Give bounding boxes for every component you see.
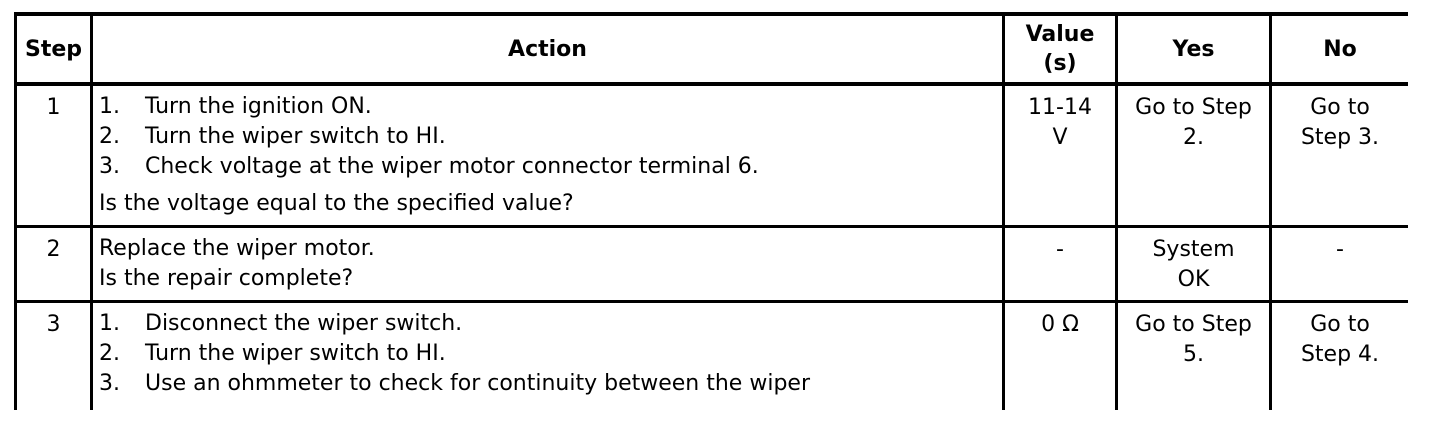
list-item-text: Check voltage at the wiper motor connect… bbox=[145, 154, 759, 179]
list-item-text: Disconnect the wiper switch. bbox=[145, 311, 463, 336]
action-cell: 1. Turn the ignition ON. 2. Turn the wiper… bbox=[90, 84, 1005, 227]
yes-cell: Go to Step 2. bbox=[1115, 84, 1272, 227]
table-row: 2 Replace the wiper motor. Is the repair… bbox=[14, 225, 1408, 302]
list-item-number: 1. bbox=[99, 94, 120, 119]
header-value: Value (s) bbox=[1002, 12, 1118, 86]
yes-line1: Go to Step bbox=[1135, 95, 1252, 120]
list-item: 2. Turn the wiper switch to HI. bbox=[99, 122, 994, 152]
list-item: 1. Turn the ignition ON. bbox=[99, 92, 994, 122]
list-item-text: Turn the wiper switch to HI. bbox=[145, 341, 446, 366]
yes-line2: 5. bbox=[1183, 342, 1204, 367]
header-action: Action bbox=[90, 12, 1005, 86]
no-line2: Step 3. bbox=[1300, 125, 1380, 150]
header-no: No bbox=[1269, 12, 1408, 86]
value-cell: - bbox=[1002, 225, 1118, 302]
list-item-number: 2. bbox=[99, 341, 120, 366]
header-yes: Yes bbox=[1115, 12, 1272, 86]
table-row: 1 1. Turn the ignition ON. 2. Turn the wip… bbox=[14, 84, 1408, 227]
header-value-line2: (s) bbox=[1043, 51, 1077, 76]
header-step: Step bbox=[14, 12, 93, 86]
action-question: Is the voltage equal to the specified va… bbox=[99, 191, 574, 216]
no-cell: Go to Step 4. bbox=[1269, 300, 1408, 410]
action-steps-list: 1. Turn the ignition ON. 2. Turn the wiper… bbox=[99, 92, 994, 182]
list-item-number: 2. bbox=[99, 124, 120, 149]
list-item: 2. Turn the wiper switch to HI. bbox=[99, 339, 994, 369]
action-steps-list: 1. Disconnect the wiper switch. 2. Turn th… bbox=[99, 309, 994, 399]
yes-line2: 2. bbox=[1183, 125, 1204, 150]
yes-line2: OK bbox=[1177, 267, 1210, 292]
no-cell: Go to Step 3. bbox=[1269, 84, 1408, 227]
table-header-row: Step Action Value (s) Yes No bbox=[14, 12, 1408, 86]
diagnostic-table-container: Step Action Value (s) Yes No 1 1. Turn th… bbox=[14, 12, 1408, 410]
no-line1: Go to bbox=[1310, 312, 1370, 337]
step-number: 3 bbox=[14, 300, 93, 410]
header-value-line1: Value bbox=[1025, 22, 1095, 47]
list-item-number: 1. bbox=[99, 311, 120, 336]
diagnostic-table: Step Action Value (s) Yes No 1 1. Turn th… bbox=[14, 12, 1408, 410]
value-cell: 0 Ω bbox=[1002, 300, 1118, 410]
step-number: 2 bbox=[14, 225, 93, 302]
list-item: 1. Disconnect the wiper switch. bbox=[99, 309, 994, 339]
no-line2: Step 4. bbox=[1300, 342, 1380, 367]
value-line1: 11-14 bbox=[1028, 95, 1092, 120]
action-cell: Replace the wiper motor. Is the repair c… bbox=[90, 225, 1005, 302]
value-cell: 11-14 V bbox=[1002, 84, 1118, 227]
action-line1: Replace the wiper motor. bbox=[99, 236, 375, 261]
list-item-number: 3. bbox=[99, 154, 120, 179]
list-item-text: Turn the ignition ON. bbox=[145, 94, 372, 119]
yes-cell: Go to Step 5. bbox=[1115, 300, 1272, 410]
list-item: 3. Use an ohmmeter to check for continuit… bbox=[99, 369, 994, 399]
no-line1: Go to bbox=[1310, 95, 1370, 120]
list-item-text: Turn the wiper switch to HI. bbox=[145, 124, 446, 149]
yes-line1: System bbox=[1152, 237, 1235, 262]
step-number: 1 bbox=[14, 84, 93, 227]
action-cell: 1. Disconnect the wiper switch. 2. Turn th… bbox=[90, 300, 1005, 410]
action-line2: Is the repair complete? bbox=[99, 266, 354, 291]
list-item: 3. Check voltage at the wiper motor conne… bbox=[99, 152, 994, 182]
yes-line1: Go to Step bbox=[1135, 312, 1252, 337]
no-cell: - bbox=[1269, 225, 1408, 302]
table-row: 3 1. Disconnect the wiper switch. 2. Turn … bbox=[14, 300, 1408, 410]
value-line2: V bbox=[1052, 125, 1068, 150]
yes-cell: System OK bbox=[1115, 225, 1272, 302]
list-item-number: 3. bbox=[99, 371, 120, 396]
list-item-text: Use an ohmmeter to check for continuity … bbox=[145, 371, 810, 396]
